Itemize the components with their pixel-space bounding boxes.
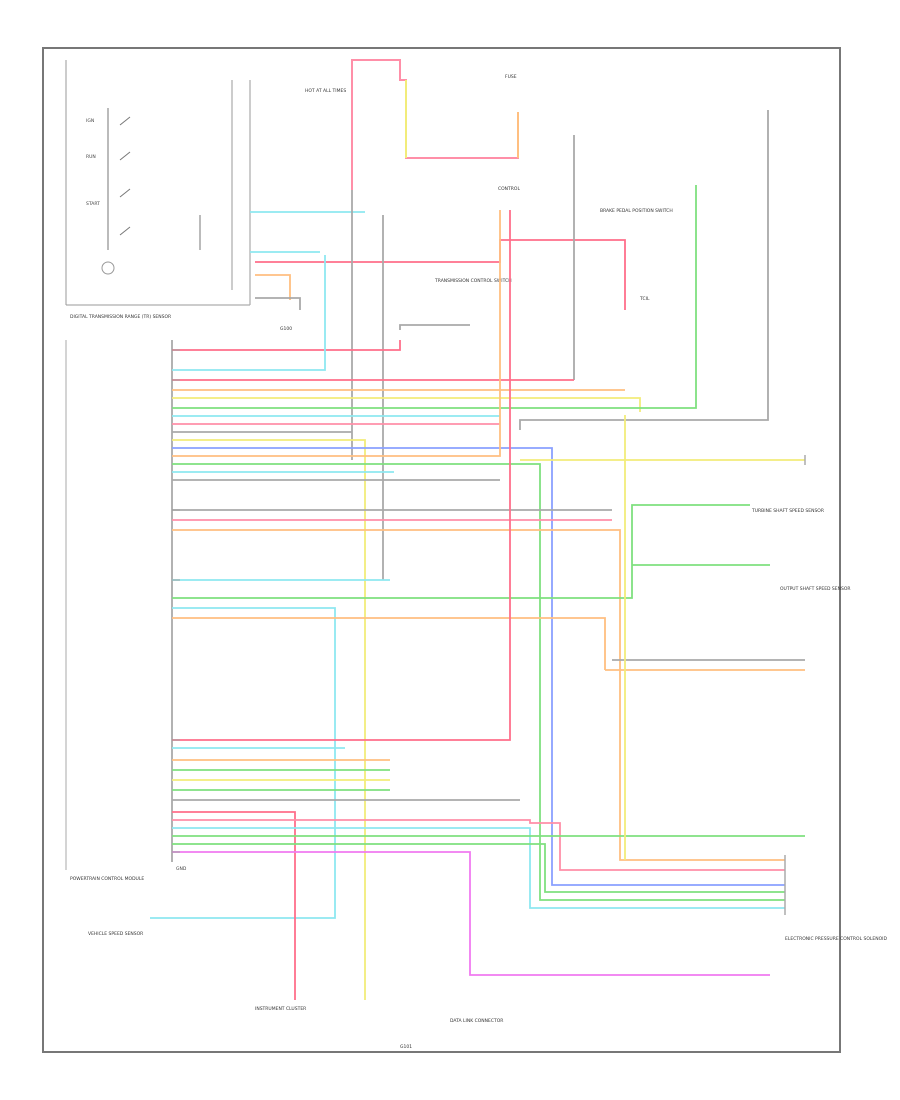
tcil-label: TCIL — [639, 296, 650, 302]
pcm-gnd-label: GND — [176, 866, 187, 872]
wire-pink-mid — [255, 239, 626, 310]
wire-group — [150, 110, 805, 1000]
dlc-label: DATA LINK CONNECTOR — [450, 1018, 503, 1024]
pcm-label: POWERTRAIN CONTROL MODULE — [70, 876, 144, 882]
wire-gray-f — [399, 324, 470, 330]
wire-gray-e — [519, 110, 769, 430]
inst-label: INSTRUMENT CLUSTER — [255, 1006, 306, 1012]
tr-sensor-label: DIGITAL TRANSMISSION RANGE (TR) SENSOR — [70, 314, 171, 320]
ign-label: IGN — [86, 118, 94, 124]
wire-pcm-11 — [172, 447, 785, 886]
pcm-pin-ticks — [172, 349, 180, 853]
run-label: RUN — [86, 154, 96, 160]
wire-pcm-32 — [172, 827, 785, 909]
tss-label: TURBINE SHAFT SPEED SENSOR — [751, 508, 824, 514]
ctrl-label: CONTROL — [498, 186, 520, 192]
wire-pcm-13 — [172, 463, 785, 901]
wire-pcm-20 — [172, 504, 750, 599]
wire-pcm-6 — [172, 185, 697, 409]
wire-pcm-21 — [150, 607, 336, 919]
oss-label: OUTPUT SHAFT SPEED SENSOR — [780, 586, 851, 592]
wire-pcm-10 — [172, 439, 366, 1000]
vss-label: VEHICLE SPEED SENSOR — [88, 931, 143, 937]
pcm-block: POWERTRAIN CONTROL MODULE GND — [65, 340, 187, 882]
wire-pcm-12 — [172, 210, 501, 457]
g100-label: G100 — [280, 326, 292, 332]
wire-pcm-2 — [172, 255, 326, 371]
start-label: START — [86, 201, 100, 207]
wire-pcm-31 — [172, 819, 785, 871]
sensor-dial-icon — [101, 261, 115, 275]
epc-label: ELECTRONIC PRESSURE CONTROL SOLENOID — [785, 936, 887, 942]
wire-gray-a — [255, 297, 301, 310]
tr-sensor-box: DIGITAL TRANSMISSION RANGE (TR) SENSOR I… — [65, 60, 251, 320]
wire-pcm-34 — [172, 843, 785, 893]
brake-label: BRAKE PEDAL POSITION SWITCH — [600, 208, 673, 214]
wire-pcm-1 — [172, 340, 401, 351]
wire-pcm-23 — [172, 210, 511, 741]
g101-label: G101 — [400, 1044, 412, 1050]
wire-pcm-35 — [172, 851, 770, 976]
wire-pcm-30 — [172, 811, 296, 980]
wire-pcm-5 — [172, 397, 641, 412]
hot-label: HOT AT ALL TIMES — [305, 88, 346, 94]
wire-pcm-18 — [172, 529, 785, 861]
wire-orange-top — [255, 274, 291, 300]
tcs-label: TRANSMISSION CONTROL SWITCH — [434, 278, 512, 284]
diagram-frame — [42, 47, 841, 1053]
fuse-label: FUSE — [505, 74, 517, 80]
wire-pcm-22 — [172, 617, 606, 670]
top-power-loop — [351, 59, 519, 190]
